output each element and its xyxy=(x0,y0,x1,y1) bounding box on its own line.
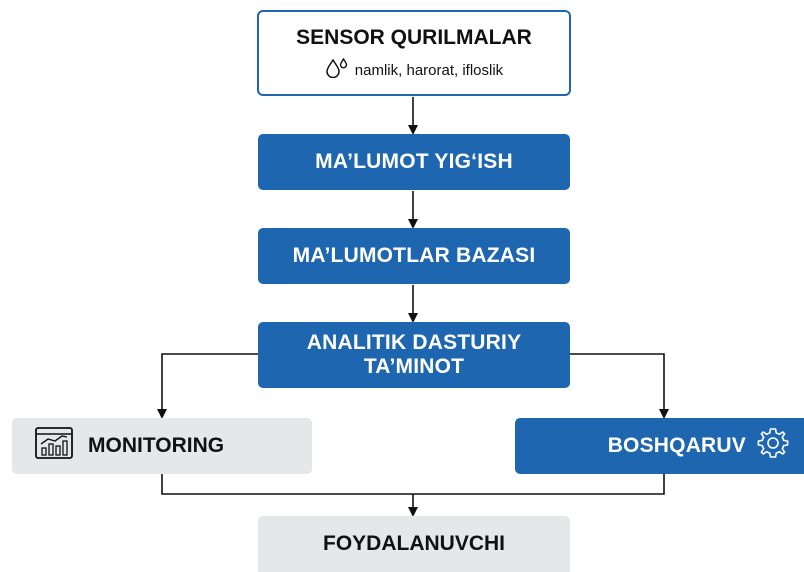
database-label: MA’LUMOTLAR BAZASI xyxy=(292,244,536,267)
line-control-to-merge xyxy=(413,474,665,495)
analytics-label-line2: TA’MINOT xyxy=(363,355,465,378)
collect-label: MA’LUMOT YIG‘ISH xyxy=(315,150,513,173)
node-monitoring: MONITORING xyxy=(12,418,312,474)
gear-icon xyxy=(756,426,790,466)
chart-monitor-icon xyxy=(34,426,74,466)
node-database: MA’LUMOTLAR BAZASI xyxy=(258,228,570,284)
arrow-analytics-to-monitoring xyxy=(157,353,258,419)
node-control: BOSHQARUV xyxy=(515,418,804,474)
user-label: FOYDALANUVCHI xyxy=(323,532,505,555)
monitoring-label: MONITORING xyxy=(88,434,225,457)
node-data-collection: MA’LUMOT YIG‘ISH xyxy=(258,134,570,190)
arrow-analytics-to-control xyxy=(570,353,669,419)
analytics-label-line1: ANALITIK DASTURIY xyxy=(306,331,522,354)
control-label: BOSHQARUV xyxy=(607,434,746,457)
sensor-title: SENSOR QURILMALAR xyxy=(296,26,532,49)
sensor-subtitle: namlik, harorat, ifloslik xyxy=(354,61,504,79)
node-analytics-software: ANALITIK DASTURIY TA’MINOT xyxy=(258,322,570,388)
water-drops-icon xyxy=(325,57,349,82)
line-monitoring-to-merge xyxy=(161,474,413,495)
node-user: FOYDALANUVCHI xyxy=(258,516,570,572)
sensor-subtitle-row: namlik, harorat, ifloslik xyxy=(325,57,504,82)
node-sensor-devices: SENSOR QURILMALAR namlik, harorat, iflos… xyxy=(257,10,571,96)
